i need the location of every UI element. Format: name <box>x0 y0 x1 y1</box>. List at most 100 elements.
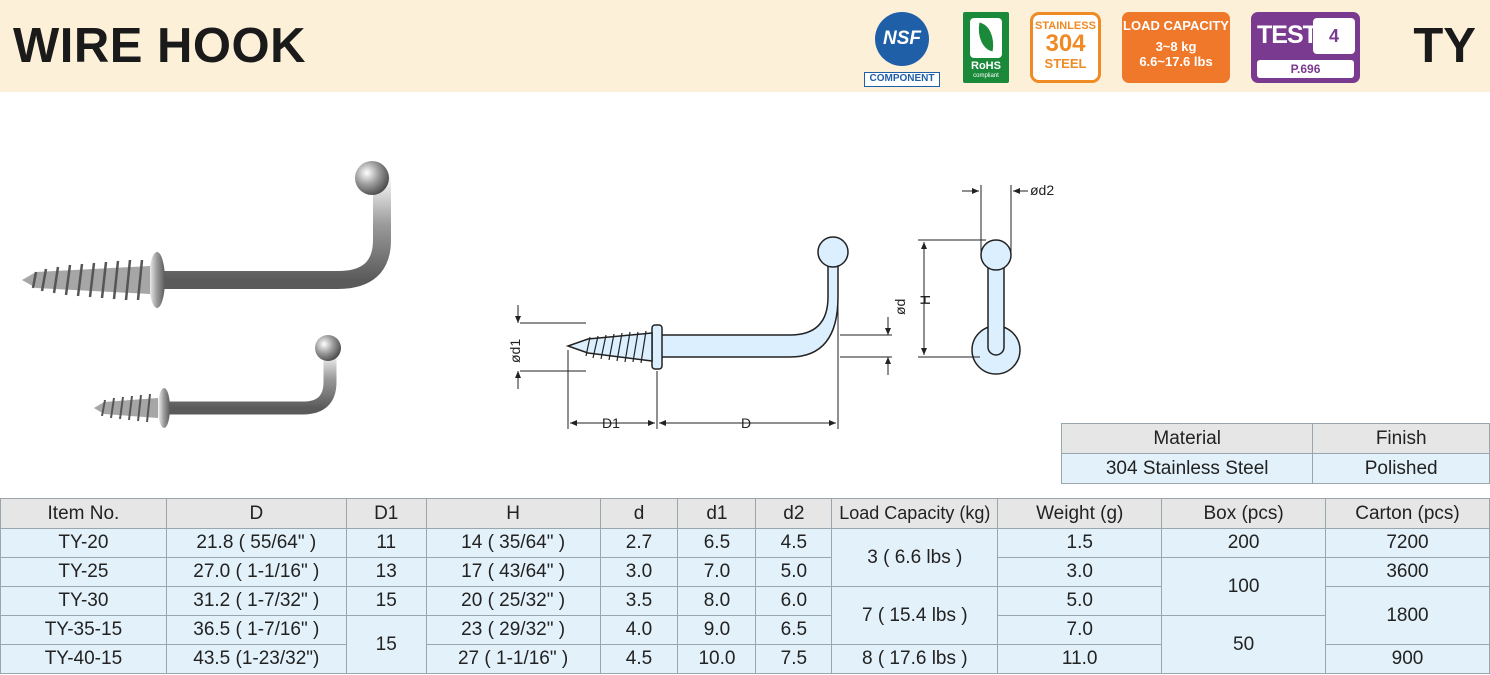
item-no-cell: TY-25 <box>0 557 167 587</box>
wire-d-cell: 3.5 <box>599 586 679 616</box>
h-cell: 17 ( 43/64" ) <box>425 557 601 587</box>
d1-length-cell: 13 <box>345 557 427 587</box>
material-value: 304 Stainless Steel <box>1060 453 1314 484</box>
carton-cell: 7200 <box>1325 528 1490 558</box>
label-D1: D1 <box>602 415 620 431</box>
wire-d2-cell: 5.0 <box>755 557 833 587</box>
h-cell: 14 ( 35/64" ) <box>425 528 601 558</box>
series-code: TY <box>1413 19 1476 73</box>
hook-side-view <box>565 236 849 370</box>
wire-d-cell: 4.0 <box>599 615 679 645</box>
weight-cell: 11.0 <box>997 644 1163 674</box>
column-header: D1 <box>345 498 427 529</box>
table-row: TY-40-15 43.5 (1-23/32") 27 ( 1-1/16" ) … <box>0 644 1490 674</box>
small-hook-image <box>94 335 341 428</box>
column-header: D <box>165 498 347 529</box>
table-row: TY-30 31.2 ( 1-7/32" ) 15 20 ( 25/32" ) … <box>0 586 1490 645</box>
weight-cell: 1.5 <box>997 528 1163 558</box>
d-cell: 31.2 ( 1-7/32" ) <box>165 586 347 616</box>
wire-d2-cell: 4.5 <box>755 528 833 558</box>
d1-length-cell: 15 <box>345 586 427 616</box>
carton-cell: 900 <box>1325 644 1490 674</box>
test-page-ref: P.696 <box>1257 60 1354 78</box>
load-capacity-badge: LOAD CAPACITY 3~8 kg 6.6~17.6 lbs <box>1122 12 1230 83</box>
column-header: d <box>599 498 679 529</box>
large-hook-image <box>22 161 391 308</box>
load-capacity-title: LOAD CAPACITY <box>1123 18 1229 33</box>
table-row: TY-20 21.8 ( 55/64" ) 11 14 ( 35/64" ) 2… <box>0 528 1490 587</box>
wire-d2-cell: 6.5 <box>755 615 833 645</box>
column-header: d2 <box>755 498 833 529</box>
column-header: H <box>425 498 601 529</box>
finish-header: Finish <box>1312 423 1490 454</box>
wire-d1-cell: 8.0 <box>677 586 757 616</box>
weight-cell: 7.0 <box>997 615 1163 645</box>
wire-d-cell: 4.5 <box>599 644 679 674</box>
column-header: d1 <box>677 498 757 529</box>
table-row: TY-35-15 36.5 ( 1-7/16" ) 15 23 ( 29/32"… <box>0 615 1490 674</box>
label-D: D <box>741 415 751 431</box>
d-cell: 36.5 ( 1-7/16" ) <box>165 615 347 645</box>
rohs-label: RoHS <box>971 60 1001 72</box>
item-no-cell: TY-40-15 <box>0 644 167 674</box>
stainless-badge: STAINLESS 304 STEEL <box>1030 12 1101 83</box>
rohs-badge: RoHS compliant <box>963 12 1009 83</box>
item-no-cell: TY-20 <box>0 528 167 558</box>
h-cell: 20 ( 25/32" ) <box>425 586 601 616</box>
column-header: Load Capacity (kg) <box>831 498 999 529</box>
stainless-bottom: STEEL <box>1044 56 1087 71</box>
wire-d1-cell: 6.5 <box>677 528 757 558</box>
load-capacity-cell: 7 ( 15.4 lbs ) <box>831 586 999 645</box>
technical-drawing: ød2 ød ød1 H D1 D <box>507 182 1054 431</box>
material-table: Material Finish 304 Stainless Steel Poli… <box>1060 423 1490 484</box>
d-cell: 43.5 (1-23/32") <box>165 644 347 674</box>
leaf-icon <box>970 18 1002 58</box>
wire-d-cell: 2.7 <box>599 528 679 558</box>
d1-length-cell: 15 <box>345 615 427 674</box>
dimension-lines <box>515 185 1028 429</box>
test-badge: TEST 4 P.696 <box>1251 12 1360 83</box>
wire-d-cell: 3.0 <box>599 557 679 587</box>
screw-threads <box>585 330 647 364</box>
carton-cell: 3600 <box>1325 557 1490 587</box>
wire-d2-cell: 6.0 <box>755 586 833 616</box>
item-no-cell: TY-35-15 <box>0 615 167 645</box>
wire-d2-cell: 7.5 <box>755 644 833 674</box>
column-header: Weight (g) <box>997 498 1163 529</box>
rohs-sub-label: compliant <box>973 73 999 79</box>
box-cell: 200 <box>1161 528 1327 558</box>
load-capacity-lbs: 6.6~17.6 lbs <box>1139 54 1213 69</box>
h-cell: 23 ( 29/32" ) <box>425 615 601 645</box>
table-header-row: Item No. D D1 H d d1 d2 Load Capacity (k… <box>0 498 1490 529</box>
wire-d1-cell: 9.0 <box>677 615 757 645</box>
item-no-cell: TY-30 <box>0 586 167 616</box>
load-capacity-kg: 3~8 kg <box>1155 39 1197 54</box>
load-capacity-cell: 8 ( 17.6 lbs ) <box>831 644 999 674</box>
box-cell: 50 <box>1161 615 1327 674</box>
weight-cell: 3.0 <box>997 557 1163 587</box>
d-cell: 21.8 ( 55/64" ) <box>165 528 347 558</box>
stainless-grade: 304 <box>1045 30 1086 57</box>
d1-length-cell: 11 <box>345 528 427 558</box>
column-header: Box (pcs) <box>1161 498 1327 529</box>
load-capacity-cell: 3 ( 6.6 lbs ) <box>831 528 999 587</box>
spec-table: Item No. D D1 H d d1 d2 Load Capacity (k… <box>0 498 1490 674</box>
label-d1: ød1 <box>507 339 523 363</box>
nsf-logo-icon: NSF <box>875 12 929 66</box>
page-title: WIRE HOOK <box>13 19 307 73</box>
header-band: WIRE HOOK NSF COMPONENT RoHS compliant S… <box>0 0 1490 92</box>
nsf-badge: NSF COMPONENT <box>864 12 940 88</box>
wire-d1-cell: 10.0 <box>677 644 757 674</box>
product-photo <box>22 161 391 428</box>
material-header: Material <box>1060 423 1314 454</box>
label-d2: ød2 <box>1030 182 1054 198</box>
h-cell: 27 ( 1-1/16" ) <box>425 644 601 674</box>
weight-cell: 5.0 <box>997 586 1163 616</box>
d-cell: 27.0 ( 1-1/16" ) <box>165 557 347 587</box>
box-cell: 100 <box>1161 557 1327 616</box>
nsf-label: COMPONENT <box>864 72 940 87</box>
wire-d1-cell: 7.0 <box>677 557 757 587</box>
carton-cell: 1800 <box>1325 586 1490 645</box>
hook-front-view <box>971 239 1021 375</box>
table-row: TY-25 27.0 ( 1-1/16" ) 13 17 ( 43/64" ) … <box>0 557 1490 616</box>
